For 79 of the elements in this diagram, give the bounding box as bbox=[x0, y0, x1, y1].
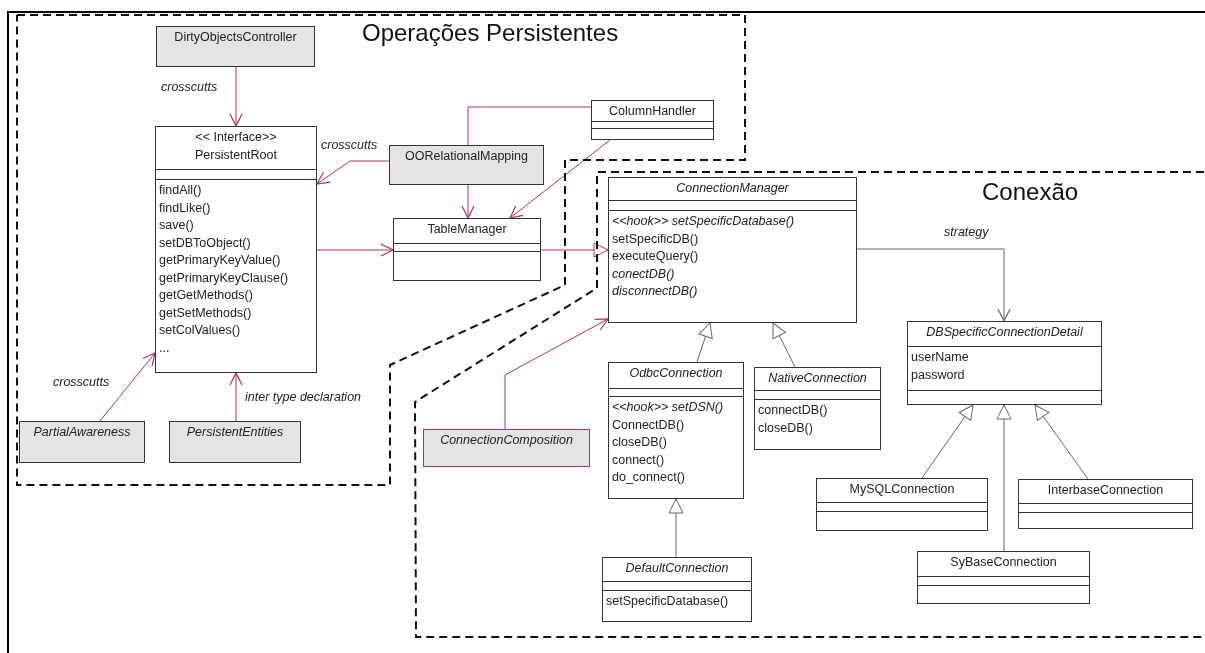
method-text: getGetMethods() bbox=[159, 287, 253, 304]
aspect-box bbox=[389, 145, 544, 185]
class-box bbox=[917, 551, 1090, 604]
class-box bbox=[907, 321, 1102, 405]
method-text: getSetMethods() bbox=[159, 304, 252, 322]
method-text: executeQuery() bbox=[612, 248, 699, 265]
arrow bbox=[504, 318, 609, 430]
method-text: save() bbox=[159, 217, 194, 234]
edge-label: inter type declaration bbox=[244, 390, 363, 405]
method-text: setColValues() bbox=[159, 322, 241, 339]
method-text: ConnectDB() bbox=[612, 416, 685, 434]
method-text: ... bbox=[159, 339, 170, 357]
class-box bbox=[393, 218, 541, 281]
class-name: InterbaseConnection bbox=[1047, 482, 1164, 499]
arrow bbox=[316, 243, 394, 257]
aspect-box bbox=[169, 421, 301, 463]
class-box bbox=[602, 557, 752, 622]
arrow bbox=[229, 372, 243, 422]
package-title: Operações Persistentes bbox=[362, 19, 619, 47]
class-name: PartialAwareness bbox=[33, 424, 131, 441]
class-name: TableManager bbox=[427, 221, 507, 238]
class-box bbox=[608, 177, 857, 323]
method-text: conectDB() bbox=[612, 265, 675, 283]
method-text: setSpecificDatabase() bbox=[606, 593, 729, 610]
inheritance-arrow bbox=[696, 322, 713, 363]
arrow bbox=[99, 352, 156, 422]
arrow bbox=[509, 139, 611, 219]
method-text: setDBToObject() bbox=[159, 234, 251, 252]
class-name: ColumnHandler bbox=[609, 103, 696, 120]
aspect-box bbox=[19, 421, 145, 463]
arrow bbox=[461, 184, 475, 219]
method-text: findAll() bbox=[159, 182, 202, 199]
method-text: do_connect() bbox=[612, 469, 685, 486]
inheritance-arrow bbox=[921, 404, 974, 479]
class-name: SyBaseConnection bbox=[950, 554, 1057, 571]
method-text: setSpecificDB() bbox=[612, 230, 699, 248]
class-box bbox=[608, 362, 744, 499]
method-text: getPrimaryKeyValue() bbox=[159, 252, 281, 269]
class-box bbox=[1018, 479, 1193, 529]
class-name: ConnectionManager bbox=[676, 180, 789, 197]
inheritance-arrow bbox=[1034, 404, 1089, 480]
class-name: DBSpecificConnectionDetail bbox=[926, 324, 1083, 341]
class-name: PersistentRoot bbox=[195, 146, 277, 164]
class-name: ConnectionComposition bbox=[440, 432, 573, 449]
arrow bbox=[229, 66, 243, 127]
class-name: OORelationalMapping bbox=[405, 148, 528, 165]
class-name: DefaultConnection bbox=[625, 560, 729, 577]
class-box bbox=[816, 478, 988, 531]
edge-label: strategy bbox=[943, 225, 990, 240]
inheritance-arrow bbox=[996, 404, 1012, 552]
arrow bbox=[316, 160, 390, 185]
method-text: <<hook>> setSpecificDatabase() bbox=[612, 213, 795, 230]
class-name: PersistentEntities bbox=[186, 424, 284, 441]
inheritance-arrow bbox=[668, 498, 684, 558]
method-text: findLike() bbox=[159, 199, 211, 217]
class-name: DirtyObjectsController bbox=[174, 29, 297, 46]
aspect-box bbox=[423, 429, 590, 467]
connector-line bbox=[467, 106, 592, 146]
stereotype-label: << Interface>> bbox=[195, 129, 277, 146]
method-text: getPrimaryKeyClause() bbox=[159, 269, 289, 287]
method-text: connect() bbox=[612, 451, 665, 469]
method-text: disconnectDB() bbox=[612, 283, 698, 300]
attribute-text: password bbox=[911, 366, 965, 384]
class-box bbox=[155, 126, 317, 373]
class-name: NativeConnection bbox=[768, 370, 867, 387]
arrow bbox=[856, 248, 1011, 322]
class-box bbox=[754, 367, 881, 450]
method-text: closeDB() bbox=[612, 434, 667, 451]
class-box bbox=[591, 100, 714, 140]
class-name: MySQLConnection bbox=[849, 481, 955, 498]
inheritance-arrow bbox=[540, 242, 609, 258]
method-text: <<hook>> setDSN() bbox=[612, 399, 724, 416]
method-text: closeDB() bbox=[758, 419, 813, 437]
aspect-box bbox=[156, 26, 315, 67]
method-text: connectDB() bbox=[758, 402, 828, 419]
package-title: Conexão bbox=[982, 178, 1079, 206]
attribute-text: userName bbox=[911, 349, 969, 366]
class-name: OdbcConnection bbox=[629, 365, 723, 382]
inheritance-arrow bbox=[772, 322, 796, 368]
